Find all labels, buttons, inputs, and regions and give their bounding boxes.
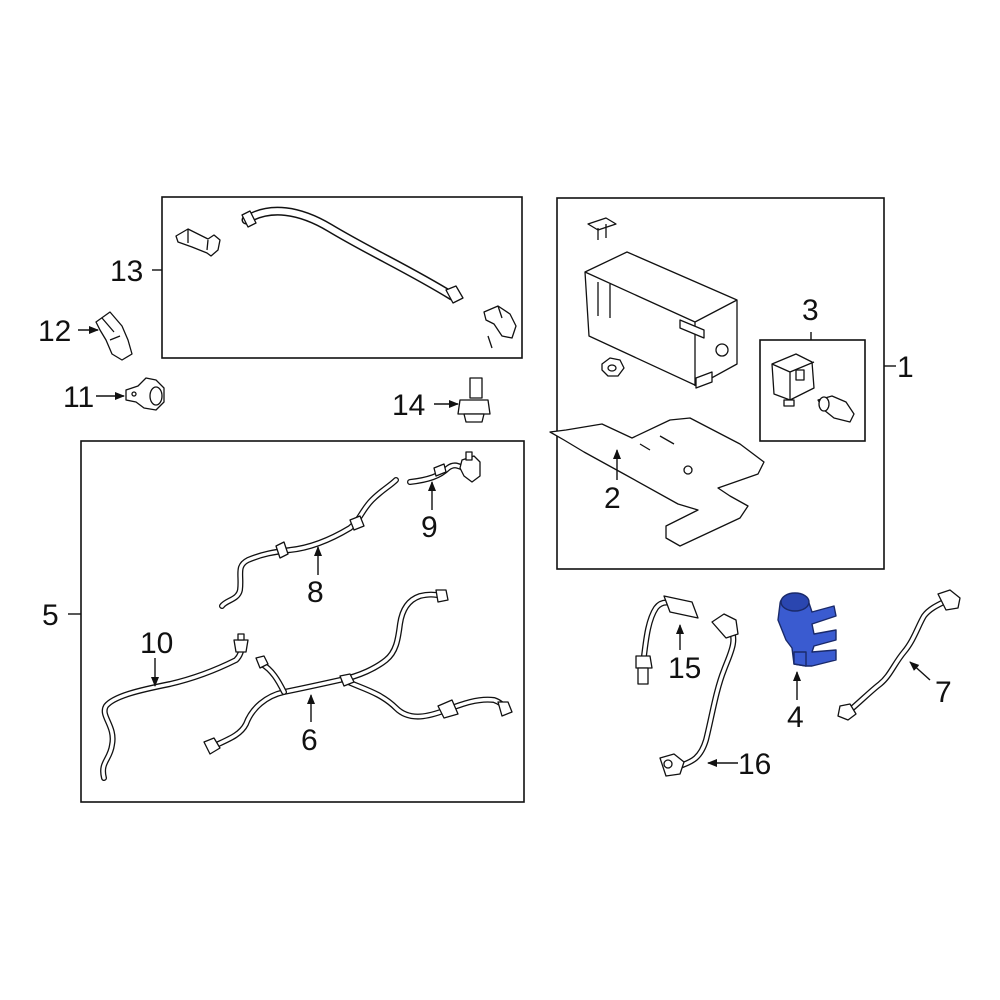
part-3-sensor[interactable] bbox=[817, 395, 855, 423]
part-7-sensor-hose[interactable] bbox=[837, 589, 961, 721]
group-box-13 bbox=[152, 196, 523, 359]
callout-15[interactable]: 15 bbox=[668, 652, 701, 685]
part-12-hose-fitting[interactable] bbox=[78, 311, 133, 361]
callout-14[interactable]: 14 bbox=[392, 389, 425, 422]
callout-13[interactable]: 13 bbox=[110, 255, 143, 288]
elbow-connector-left[interactable] bbox=[175, 228, 221, 257]
group-box-5 bbox=[68, 440, 525, 803]
callout-3[interactable]: 3 bbox=[802, 294, 819, 327]
callout-11[interactable]: 11 bbox=[63, 381, 94, 414]
elbow-connector-right[interactable] bbox=[483, 305, 517, 349]
evap-canister[interactable] bbox=[584, 251, 738, 389]
callout-4[interactable]: 4 bbox=[787, 701, 804, 734]
callout-7[interactable]: 7 bbox=[935, 676, 952, 709]
callout-1[interactable]: 1 bbox=[897, 351, 914, 384]
callout-2[interactable]: 2 bbox=[604, 482, 621, 515]
callout-5[interactable]: 5 bbox=[42, 599, 59, 632]
part-10-fuel-line[interactable] bbox=[100, 633, 249, 781]
part-15-sensor[interactable] bbox=[635, 595, 699, 685]
canister-bracket-clip[interactable] bbox=[587, 217, 617, 240]
part-16-sensor-hose[interactable] bbox=[659, 613, 739, 777]
part-4-purge-valve[interactable] bbox=[777, 592, 837, 667]
callout-9[interactable]: 9 bbox=[421, 511, 438, 544]
vapor-hose[interactable] bbox=[241, 206, 464, 304]
part-14-valve[interactable] bbox=[434, 377, 491, 423]
callout-8[interactable]: 8 bbox=[307, 576, 324, 609]
callout-6[interactable]: 6 bbox=[301, 724, 318, 757]
callout-10[interactable]: 10 bbox=[140, 627, 173, 660]
part-8-fuel-line[interactable] bbox=[219, 477, 399, 609]
part-6-fuel-line-assembly[interactable] bbox=[203, 589, 513, 755]
callout-12[interactable]: 12 bbox=[38, 315, 71, 348]
canister-shield-tray[interactable] bbox=[549, 417, 765, 547]
part-11-connector[interactable] bbox=[96, 377, 165, 411]
part-9-fuel-line-connector[interactable] bbox=[407, 451, 481, 485]
group-box-3 bbox=[759, 332, 866, 442]
callout-16[interactable]: 16 bbox=[738, 748, 771, 781]
canister-nut[interactable] bbox=[601, 357, 625, 377]
part-3-vent-solenoid[interactable] bbox=[771, 353, 815, 407]
group-box-1 bbox=[549, 197, 896, 570]
